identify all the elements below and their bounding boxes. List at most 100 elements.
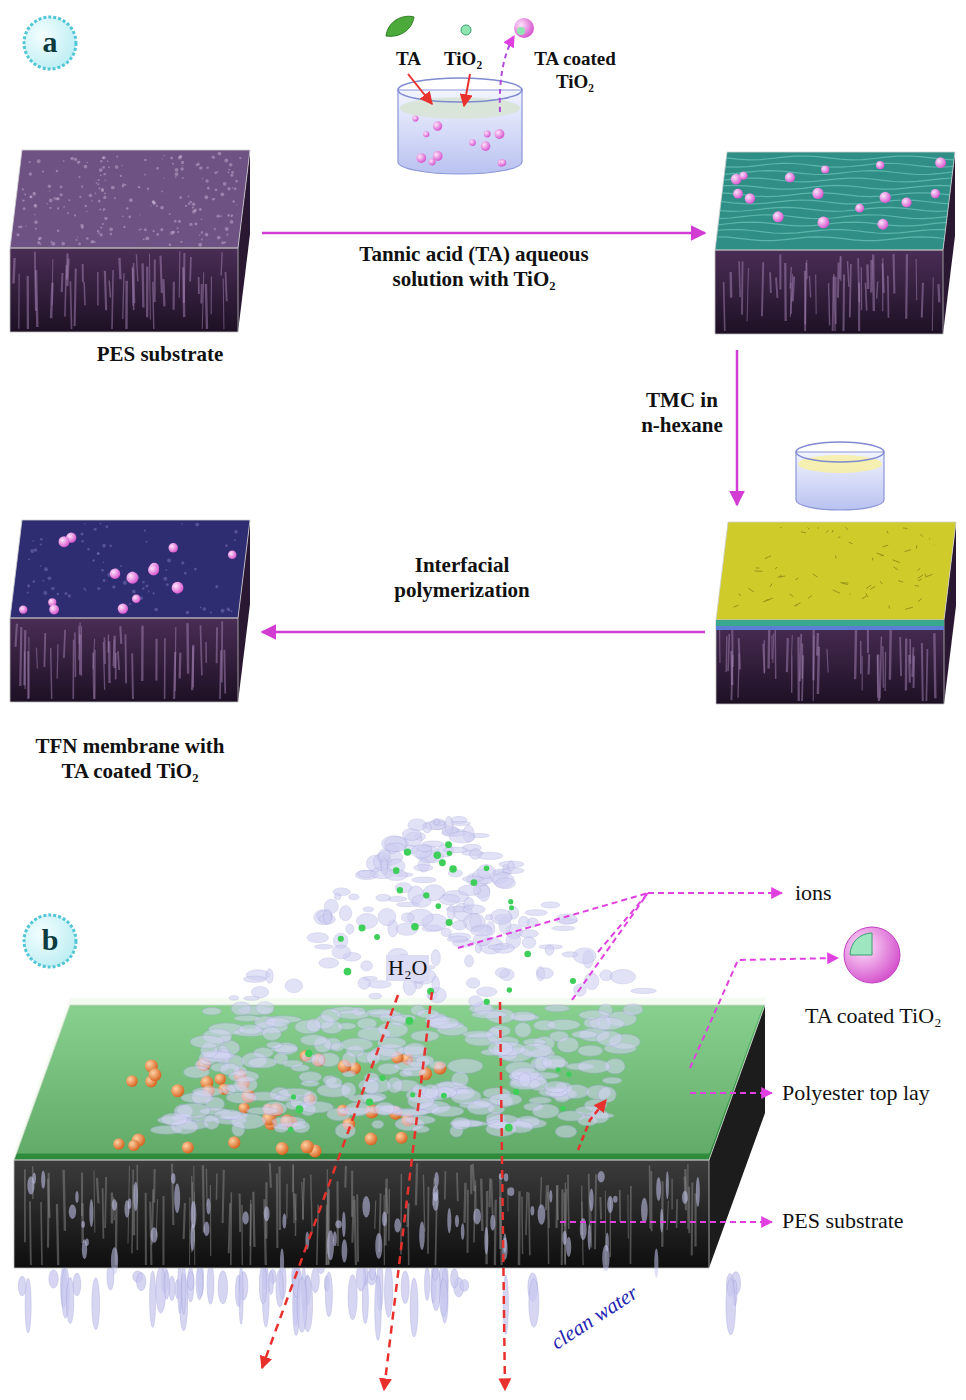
label-anchor: a xyxy=(25,24,75,60)
pore-streak xyxy=(741,261,743,314)
surface-speckle xyxy=(78,243,81,246)
surface-cell xyxy=(894,567,898,570)
water-puddle xyxy=(335,1123,355,1138)
surface-speckle xyxy=(234,539,236,541)
surface-speckle xyxy=(200,607,202,609)
surface-cell xyxy=(813,574,818,577)
pore-streak xyxy=(842,275,845,331)
surface-speckle xyxy=(38,238,40,240)
water-drip xyxy=(433,1267,438,1281)
ion-dot xyxy=(505,1124,513,1132)
reagent-label: TiO₂ xyxy=(444,48,482,71)
tmc-beaker xyxy=(796,442,884,510)
pore-streak xyxy=(216,1173,218,1199)
water-drip xyxy=(182,1264,186,1314)
water-puddle xyxy=(190,1035,224,1048)
ion-dot xyxy=(509,905,514,910)
surface-speckle xyxy=(189,201,192,204)
surface-speckle xyxy=(30,195,33,198)
surface-cell xyxy=(916,545,918,549)
label-anchor: Tannic acid (TA) aqueous solution with T… xyxy=(329,242,619,292)
water-drip xyxy=(666,1171,669,1199)
water-spray xyxy=(333,888,350,896)
water-drip xyxy=(566,1237,571,1257)
surface-speckle xyxy=(91,240,94,243)
coated-particle xyxy=(149,1068,162,1081)
surface-speckle xyxy=(123,581,127,585)
ion-dot xyxy=(507,987,512,992)
pore-streak xyxy=(336,1181,339,1246)
surface-speckle xyxy=(99,168,103,172)
pore-streak xyxy=(887,276,889,318)
water-spray xyxy=(447,936,468,942)
surface-speckle xyxy=(145,584,148,587)
surface-cell xyxy=(749,588,754,591)
water-spray xyxy=(469,996,482,1007)
ion-rejection-arrow xyxy=(578,1100,606,1150)
surface-speckle xyxy=(25,226,26,227)
water-puddle xyxy=(301,1080,320,1086)
pore-streak xyxy=(72,640,74,699)
pore-streak xyxy=(162,1196,164,1265)
water-puddle xyxy=(343,1071,356,1077)
water-puddle xyxy=(341,1038,373,1051)
surface-speckle xyxy=(139,214,140,215)
tannic-layer xyxy=(716,626,944,630)
ion-dot xyxy=(434,852,441,859)
label-anchor: Polyester top lay xyxy=(782,1080,930,1106)
ion-dot xyxy=(397,887,403,893)
water-drip xyxy=(656,1177,661,1201)
surface-speckle xyxy=(34,220,38,224)
surface-speckle xyxy=(227,607,230,610)
surface-cell xyxy=(926,574,933,577)
water-drip xyxy=(297,1277,307,1332)
surface-speckle xyxy=(63,160,65,162)
pore-streak xyxy=(866,264,869,289)
water-puddle xyxy=(427,1017,459,1029)
pore-streak xyxy=(141,263,144,307)
surface-speckle xyxy=(235,180,238,183)
surface-speckle xyxy=(97,230,99,232)
pore-streak xyxy=(220,650,221,699)
water-spray xyxy=(368,981,391,988)
water-drip xyxy=(432,1266,441,1311)
surface-speckle xyxy=(92,559,94,561)
pore-streak xyxy=(867,629,869,653)
water-puddle xyxy=(202,1007,221,1015)
surface-speckle xyxy=(228,169,230,171)
surface-speckle xyxy=(77,236,78,237)
pore-streak xyxy=(526,1192,527,1235)
surface-speckle xyxy=(99,208,101,210)
surface-speckle xyxy=(114,197,116,199)
water-puddle xyxy=(337,1010,370,1019)
panel-letter: a xyxy=(25,24,75,60)
water-drip xyxy=(89,1199,93,1227)
water-spray xyxy=(385,843,406,851)
water-drip xyxy=(598,1171,605,1182)
water-drip xyxy=(111,1247,118,1274)
coated-particle xyxy=(733,189,743,199)
coated-particle xyxy=(228,1136,240,1148)
ion-dot xyxy=(374,934,380,940)
surface-speckle xyxy=(40,538,43,541)
pore-streak xyxy=(850,264,851,317)
water-drip xyxy=(434,1172,439,1188)
water-spray xyxy=(411,845,432,858)
surface-speckle xyxy=(129,198,133,202)
surface-speckle xyxy=(192,206,194,208)
surface-speckle xyxy=(95,192,97,194)
pore-streak xyxy=(719,626,721,663)
surface-speckle xyxy=(152,200,155,203)
surface-speckle xyxy=(172,230,175,233)
surface-speckle xyxy=(76,239,78,241)
particle-dot xyxy=(412,115,418,121)
surface-speckle xyxy=(198,243,202,247)
pore-streak xyxy=(18,274,19,329)
surface-speckle xyxy=(54,197,56,199)
surface-speckle xyxy=(27,591,29,593)
ion-dot xyxy=(338,936,344,942)
slab-edge xyxy=(10,618,238,702)
surface-cell xyxy=(841,583,847,585)
water-drip xyxy=(440,1279,448,1317)
